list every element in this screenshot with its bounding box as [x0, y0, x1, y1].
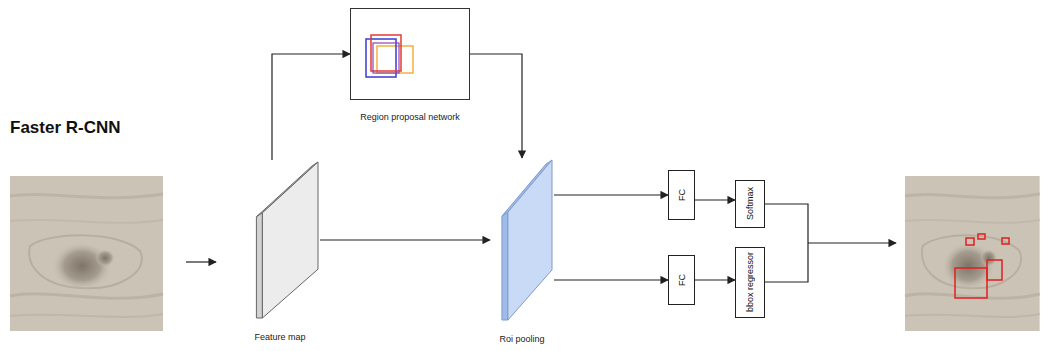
merge-lines [765, 204, 896, 282]
flow-arrow [554, 279, 668, 280]
input-image [10, 176, 163, 331]
detection-boxes [955, 234, 1009, 298]
output-image [905, 176, 1040, 331]
plane-shape [490, 158, 554, 322]
flow-arrow [470, 54, 522, 158]
layer-label: bbox regressor [745, 252, 755, 312]
feature-plane: Feature map [239, 160, 321, 342]
proposal-boxes [351, 9, 469, 99]
layer-box: FC [668, 255, 695, 305]
proposal-box: Region proposal network [349, 8, 471, 122]
input-arrow [186, 261, 216, 262]
flow-arrow [695, 279, 735, 280]
feature-plane: Roi pooling [489, 158, 555, 344]
plane-shape [240, 160, 320, 320]
diagram-title: Faster R-CNN [10, 118, 121, 138]
box-outline: FC [668, 170, 695, 220]
layer-box: FC [668, 170, 695, 220]
layer-box: Softmax [735, 180, 765, 228]
flow-arrow [320, 239, 490, 240]
node-caption: Region proposal network [349, 112, 471, 122]
box-outline: Softmax [735, 180, 765, 228]
layer-label: FC [677, 189, 687, 201]
node-caption: Feature map [239, 332, 321, 342]
flow-arrow [554, 194, 668, 195]
node-caption: Roi pooling [489, 334, 555, 344]
layer-label: Softmax [745, 187, 755, 220]
box-outline [350, 8, 470, 100]
layer-box: bbox regressor [735, 247, 765, 318]
box-outline: FC [668, 255, 695, 305]
flow-arrow [272, 54, 350, 160]
flow-arrow [695, 199, 735, 200]
layer-label: FC [677, 274, 687, 286]
box-outline: bbox regressor [735, 247, 765, 318]
